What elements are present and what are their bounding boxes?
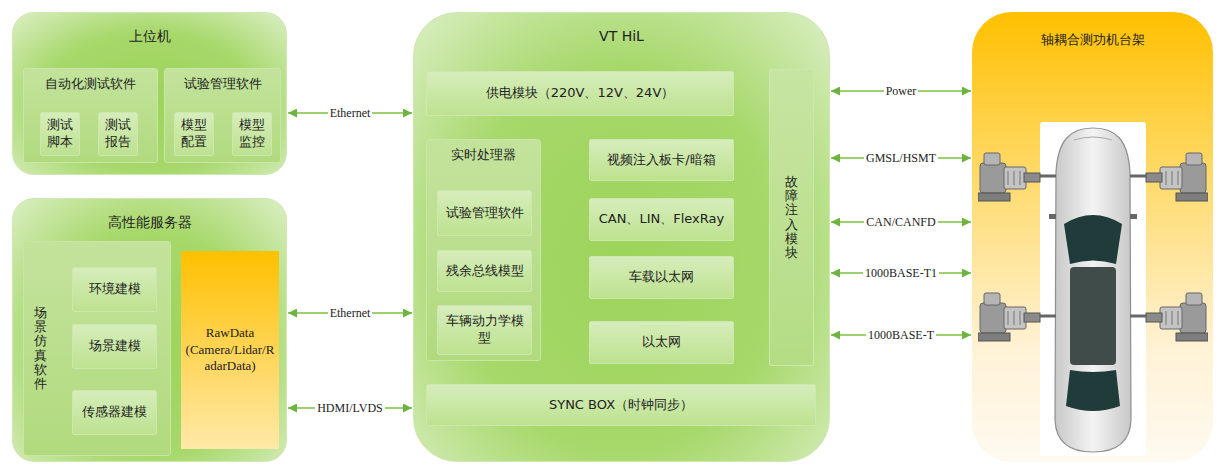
drive-shaft (1130, 175, 1146, 178)
node-label: 试验管理软件 (184, 76, 262, 93)
software-group: 场景仿真软件 环境建模场景建模传感器建模 (23, 241, 171, 456)
function-box: 测试报告 (98, 112, 138, 156)
node-label: CAN、LIN、FlexRay (599, 211, 724, 228)
node-label: 以太网 (642, 334, 681, 351)
function-box: 试验管理软件 (437, 190, 532, 236)
server-panel: 高性能服务器场景仿真软件 环境建模场景建模传感器建模 RawData (Camera… (12, 198, 287, 462)
node-label: 车辆动力学模型 (441, 313, 528, 347)
node-label: 残余总线模型 (446, 263, 524, 280)
hil-panel: VT HiL 供电模块（220V、12V、24V） 实时处理器试验管理软件残余总线模… (413, 12, 830, 462)
connection-label: HDMI/LVDS (315, 401, 385, 415)
node-label: SYNC BOX（时钟同步） (549, 397, 693, 414)
node-label: VT HiL (599, 27, 644, 45)
node-label: 视频注入板卡/暗箱 (607, 152, 715, 169)
drive-shaft (1040, 175, 1056, 178)
fault-injection-box: 故障注入模块 (769, 69, 814, 366)
vertical-label: 故障注入模块 (785, 175, 798, 261)
connection-label: Ethernet (328, 306, 373, 320)
function-box: 残余总线模型 (437, 250, 532, 292)
hood-line (1074, 137, 1112, 140)
module-box: 视频注入板卡/暗箱 (589, 139, 734, 181)
function-box: 传感器建模 (72, 390, 157, 435)
node-label: RawData (Camera/Lidar/RadarData) (185, 325, 275, 376)
software-group: 试验管理软件模型配置模型监控 (164, 68, 281, 163)
node-label: 试验管理软件 (446, 205, 524, 222)
function-box: 模型监控 (232, 112, 272, 156)
host-panel: 上位机自动化测试软件测试脚本测试报告试验管理软件模型配置模型监控 (12, 12, 287, 175)
node-label: 测试脚本 (44, 117, 76, 151)
node-label: 供电模块（220V、12V、24V） (486, 85, 675, 102)
function-box: 车辆动力学模型 (437, 305, 532, 355)
node-label: 环境建模 (89, 281, 141, 298)
module-box: SYNC BOX（时钟同步） (426, 384, 816, 426)
node-label: 轴耦合测功机台架 (1041, 32, 1145, 49)
node-label: 实时处理器 (451, 147, 516, 164)
module-box: 车载以太网 (589, 256, 734, 299)
node-label: 测试报告 (102, 117, 134, 151)
software-group: 自动化测试软件测试脚本测试报告 (23, 68, 158, 163)
function-box: 模型配置 (174, 112, 214, 156)
vertical-label: 场景仿真软件 (34, 306, 47, 392)
dynamometer-group (1146, 153, 1208, 341)
connection-label: GMSL/HSMT (864, 151, 938, 165)
windshield (1064, 215, 1122, 264)
node-label: 传感器建模 (82, 404, 147, 421)
car-body (1055, 128, 1131, 452)
connection-label: 1000BASE-T1 (863, 266, 939, 280)
function-box: 测试脚本 (40, 112, 80, 156)
module-box: 以太网 (589, 321, 734, 364)
dynamometer (1146, 293, 1208, 341)
side-mirror (1130, 214, 1137, 219)
vehicle-backdrop (1040, 122, 1146, 456)
dynamometer (1146, 153, 1208, 201)
rear-window (1066, 370, 1120, 411)
side-mirror (1049, 214, 1056, 219)
processor-group: 实时处理器试验管理软件残余总线模型车辆动力学模型 (426, 139, 541, 361)
node-label: 场景建模 (89, 338, 141, 355)
node-label: 高性能服务器 (108, 213, 192, 231)
node-label: 模型配置 (178, 117, 210, 151)
drive-shaft (1130, 315, 1146, 318)
dynamometer (978, 293, 1040, 341)
node-label: 上位机 (129, 27, 171, 45)
module-box: CAN、LIN、FlexRay (589, 198, 734, 241)
connection-label: CAN/CANFD (864, 215, 937, 229)
node-label: 自动化测试软件 (45, 76, 136, 93)
connection-label: Power (884, 84, 919, 98)
drive-shaft (1040, 315, 1056, 318)
dynamometer (978, 153, 1040, 201)
function-box: 环境建模 (72, 267, 157, 312)
function-box: 场景建模 (72, 324, 157, 369)
connection-label: 1000BASE-T (866, 328, 936, 342)
connection-label: Ethernet (328, 106, 373, 120)
module-box: 供电模块（220V、12V、24V） (426, 71, 734, 116)
node-label: 模型监控 (236, 117, 268, 151)
car-roof (1070, 267, 1116, 365)
node-label: 车载以太网 (629, 269, 694, 286)
raw-data-box: RawData (Camera/Lidar/RadarData) (181, 251, 279, 449)
